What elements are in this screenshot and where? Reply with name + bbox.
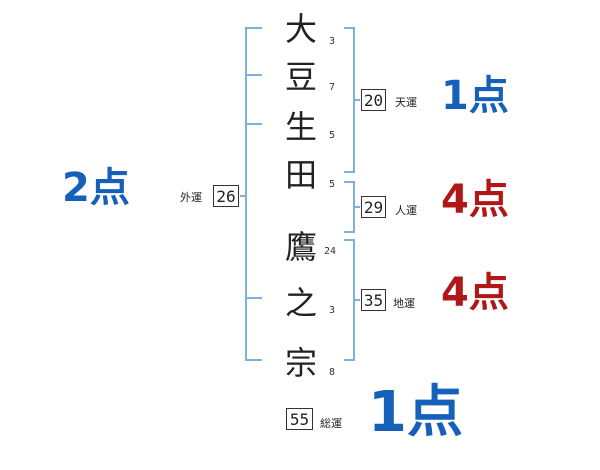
gaiun-label: 外運 — [180, 191, 202, 204]
chiun-box: 35 — [361, 289, 386, 311]
souun-box: 55 — [286, 408, 313, 430]
stroke-count-2: 7 — [329, 82, 336, 93]
chiun-label: 地運 — [393, 297, 415, 310]
jinun-box: 29 — [361, 196, 386, 218]
chiun-score: 4点 — [441, 270, 509, 316]
souun-label: 総運 — [320, 417, 342, 430]
tenun-bracket — [344, 27, 355, 173]
name-char-4: 田 — [284, 156, 317, 194]
name-char-5: 鷹 — [284, 228, 317, 266]
name-char-1: 大 — [284, 10, 317, 48]
tenun-score: 1点 — [441, 73, 509, 119]
gaiun-box: 26 — [213, 185, 239, 207]
souun-score: 1点 — [368, 380, 463, 445]
jinun-bracket — [344, 181, 355, 233]
jinun-score: 4点 — [441, 177, 509, 223]
jinun-label: 人運 — [395, 204, 417, 217]
gaiun-score: 2点 — [62, 165, 130, 211]
stroke-count-7: 8 — [329, 367, 336, 378]
name-char-3: 生 — [284, 108, 317, 146]
stroke-count-3: 5 — [329, 130, 336, 141]
name-char-7: 宗 — [284, 344, 317, 382]
stroke-count-4: 5 — [329, 179, 336, 190]
gaiun-bracket — [245, 27, 262, 361]
chiun-bracket — [344, 239, 355, 361]
name-char-6: 之 — [284, 284, 317, 322]
stroke-count-5: 24 — [324, 246, 337, 257]
stroke-count-1: 3 — [329, 36, 336, 47]
tenun-label: 天運 — [395, 96, 417, 109]
name-char-2: 豆 — [284, 58, 317, 96]
stroke-count-6: 3 — [329, 305, 336, 316]
tenun-box: 20 — [361, 89, 386, 111]
